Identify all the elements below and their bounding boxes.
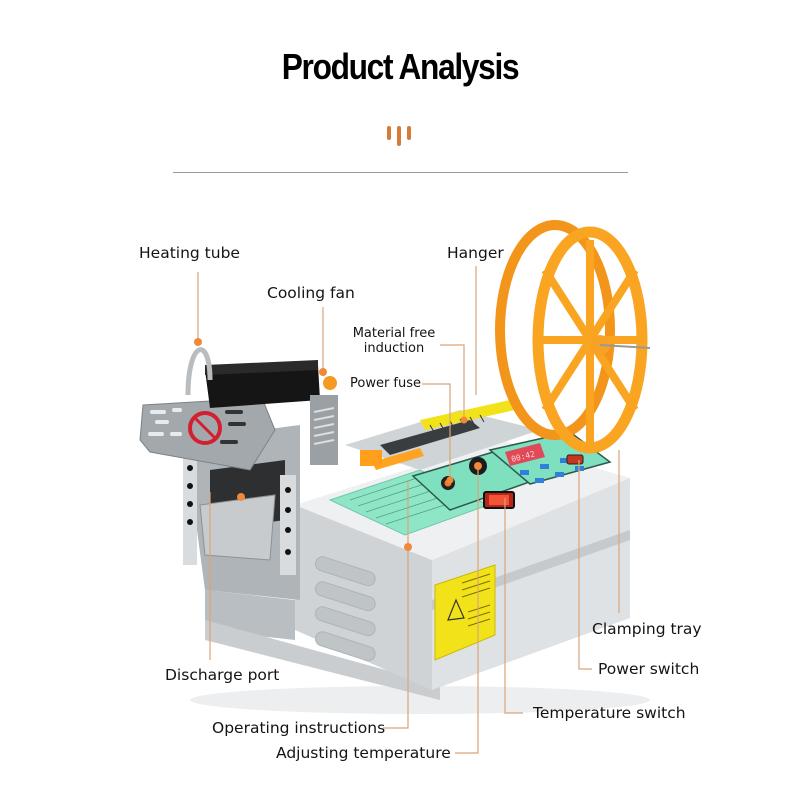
callout-material-free-induction-line1: Material free <box>352 326 436 341</box>
callout-power-fuse: Power fuse <box>350 376 422 391</box>
callout-cooling-fan: Cooling fan <box>267 284 355 302</box>
callout-power-switch: Power switch <box>598 660 700 678</box>
page-title: Product Analysis <box>281 46 520 87</box>
callout-temperature-switch: Temperature switch <box>533 704 686 722</box>
callout-hanger: Hanger <box>447 244 504 262</box>
callout-adjusting-temperature: Adjusting temperature <box>276 744 451 762</box>
ornament-icon <box>385 122 415 148</box>
callout-discharge-port: Discharge port <box>165 666 280 684</box>
callout-operating-instructions: Operating instructions <box>212 719 386 737</box>
callout-material-free-induction-line2: induction <box>363 341 425 356</box>
callout-heating-tube: Heating tube <box>139 244 240 262</box>
title-divider <box>173 172 628 173</box>
callout-material-free-induction: Material free induction <box>350 326 438 356</box>
callout-clamping-tray: Clamping tray <box>592 620 702 638</box>
